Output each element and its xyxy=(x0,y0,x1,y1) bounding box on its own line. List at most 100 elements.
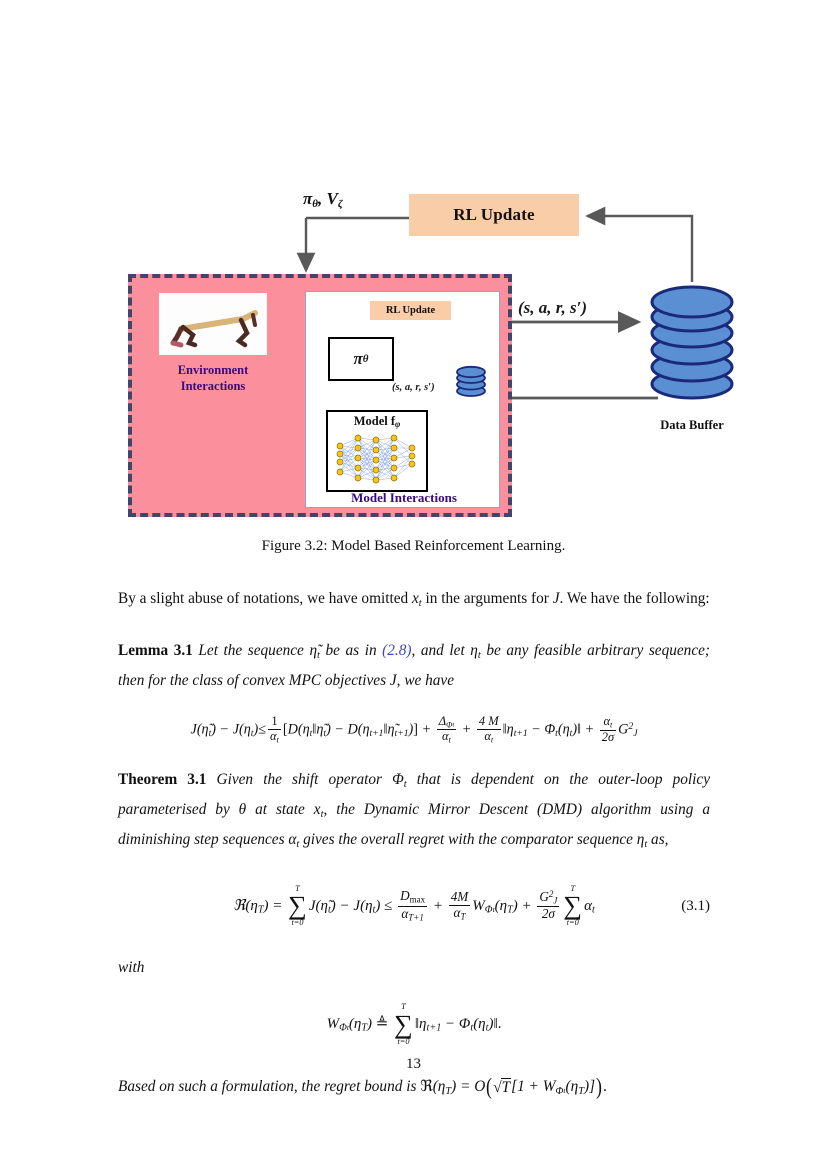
theorem-x-sub: t xyxy=(320,808,324,820)
eq-lemma-frac3-den-sub: t xyxy=(490,734,494,745)
eq-lemma-eta1: (η̃ xyxy=(196,721,209,738)
eq31-W-sub2: t xyxy=(492,904,495,914)
eq31-frac2-num: 4M xyxy=(448,889,471,906)
para1-text-b: in the arguments for xyxy=(421,590,553,607)
figure-3-2: πθ, Vζ RL Update xyxy=(0,170,827,570)
eqW-sum-symbol: ∑ xyxy=(394,1009,413,1039)
para1-text-a: By a slight abuse of notations, we have … xyxy=(118,590,412,607)
dynamics-model-box: Model fφ xyxy=(326,410,428,492)
eq-lemma-frac4-den: 2σ xyxy=(601,729,615,744)
eq-lemma-frac2-den: α xyxy=(441,729,449,744)
eq-lemma-D2-sub: t+1 xyxy=(369,727,384,739)
eqW-period: . xyxy=(497,1016,502,1033)
eq-lemma-D1-sub: t xyxy=(309,727,313,739)
eqW-norm-close: )‖ xyxy=(488,1016,498,1033)
eq-lemma-frac2-num-sub2: t xyxy=(452,721,455,729)
eq31-frac1-num-sub: max xyxy=(409,894,426,905)
closing-period: . xyxy=(602,1078,607,1096)
eq31-relation: ≤ xyxy=(384,897,393,914)
lemma-eta2-sub: t xyxy=(477,649,481,661)
closing-etaT: (η xyxy=(432,1078,446,1096)
transition-tuple-big-label: (s, a, r, s′) xyxy=(518,298,588,317)
eq31-J1-close: ) − xyxy=(330,897,354,914)
eq-lemma-D2-args: (η xyxy=(357,721,370,738)
closing-paren-open: ( xyxy=(486,1074,493,1101)
eq-lemma-frac3-den: α xyxy=(484,728,491,743)
lemma-eta-sub: t xyxy=(317,649,320,661)
eq-lemma-norm-minus: − Φ xyxy=(527,721,556,738)
policy-pi-symbol: π xyxy=(353,349,363,368)
eq31-sum1-symbol: ∑ xyxy=(288,890,307,920)
eq-lemma-frac1-den-sub: t xyxy=(276,734,279,745)
eqW-triangleq: ≜ xyxy=(375,1016,389,1033)
eq-lemma-close: ) xyxy=(253,721,259,738)
closing-text-b: ) = xyxy=(451,1078,475,1096)
model-interactions-label: Model Interactions xyxy=(351,490,457,505)
theorem-label: Theorem 3.1 xyxy=(118,770,207,788)
eq31-sum2-top: T xyxy=(570,883,576,893)
closing-sqrt-T: T xyxy=(500,1078,512,1097)
closing-O: O xyxy=(474,1078,486,1096)
eq31-J1-sub: t xyxy=(327,904,331,916)
closing-W-sub2: t xyxy=(563,1086,566,1096)
theorem-text-a: Given the shift operator xyxy=(206,770,393,788)
eq31-sum2-symbol: ∑ xyxy=(563,890,583,920)
eqW-norm-open: ‖η xyxy=(414,1016,427,1033)
closing-etaT-sub: T xyxy=(445,1086,452,1098)
eq-lemma-plus1: + xyxy=(418,721,435,738)
body-content: By a slight abuse of notations, we have … xyxy=(118,586,710,1104)
rl-update-box-top[interactable]: RL Update xyxy=(409,194,579,236)
para1-text-c: . We have the following: xyxy=(559,590,710,607)
para1-x: x xyxy=(412,590,419,607)
eq-lemma-J1: J xyxy=(190,721,197,738)
eq-lemma-D2-mid: ‖η̃ xyxy=(383,721,395,738)
para1-J: J xyxy=(552,590,560,607)
theorem-phi: Φ xyxy=(392,770,404,788)
eqW-norm-eta-sub: t xyxy=(485,1023,489,1035)
eq31-frac3-den: 2σ xyxy=(541,906,555,922)
environment-interactions-label: Environment Interactions xyxy=(146,362,280,394)
closing-end: )] xyxy=(583,1078,596,1096)
eq31-frac2-den-sub: T xyxy=(460,911,466,922)
eqW-sum-bottom: t=0 xyxy=(397,1036,410,1046)
equation-reference-2-8[interactable]: (2.8) xyxy=(382,641,412,659)
eq-lemma-bracket-open: [ xyxy=(282,721,288,738)
eq31-R: ℜ xyxy=(233,897,246,914)
eqW-arg-sub: T xyxy=(361,1023,368,1035)
eq31-frac3-num-sub: J xyxy=(553,895,558,906)
eq31-J1: J xyxy=(308,897,316,914)
theorem-alpha-sub: t xyxy=(296,838,300,850)
theorem-text-e: gives the overall regret with the compar… xyxy=(299,830,637,848)
eq-lemma-norm-eta-sub: t xyxy=(569,727,573,739)
eq-lemma-bracket-close: ] xyxy=(413,721,419,738)
eq-lemma-norm-close: )‖ xyxy=(572,721,582,738)
data-buffer-label: Data Buffer xyxy=(660,418,724,432)
eq-lemma-G: G xyxy=(618,721,629,738)
theorem-text-d: , the Dynamic Mirror Descent (DMD) algor… xyxy=(118,800,710,848)
eqW-summation: T∑t=0 xyxy=(394,1003,413,1046)
eq-lemma-frac2-den-sub: t xyxy=(448,734,451,745)
lemma-eta2: η xyxy=(470,641,478,659)
eq31-W-close: ) xyxy=(512,897,518,914)
neural-network-icon xyxy=(336,434,416,484)
rl-update-box-inner[interactable]: RL Update xyxy=(370,301,451,320)
theorem-3-1: Theorem 3.1 Given the shift operator Φt … xyxy=(118,767,710,857)
eqW-arg: (η xyxy=(348,1016,362,1033)
eq31-summation-2: T∑t=0 xyxy=(563,883,583,928)
halfcheetah-icon xyxy=(159,293,267,355)
eq-lemma-D2: D xyxy=(347,721,358,738)
eq-lemma-eta2-sub: t xyxy=(250,727,254,739)
eq31-R-arg: (η xyxy=(245,897,258,914)
figure-canvas: πθ, Vζ RL Update xyxy=(118,170,818,525)
equation-number-3-1: (3.1) xyxy=(681,897,710,914)
eq-lemma-frac3-num: 4 M xyxy=(476,714,501,730)
eq31-frac1-den: α xyxy=(401,905,409,921)
closing-R: ℜ xyxy=(420,1078,433,1096)
lemma-eta: η̃ xyxy=(309,641,318,659)
eqW-norm-minus: − Φ xyxy=(441,1016,471,1033)
eq-lemma-relation: ≤ xyxy=(258,721,266,738)
eq31-frac2-den: α xyxy=(453,904,461,920)
